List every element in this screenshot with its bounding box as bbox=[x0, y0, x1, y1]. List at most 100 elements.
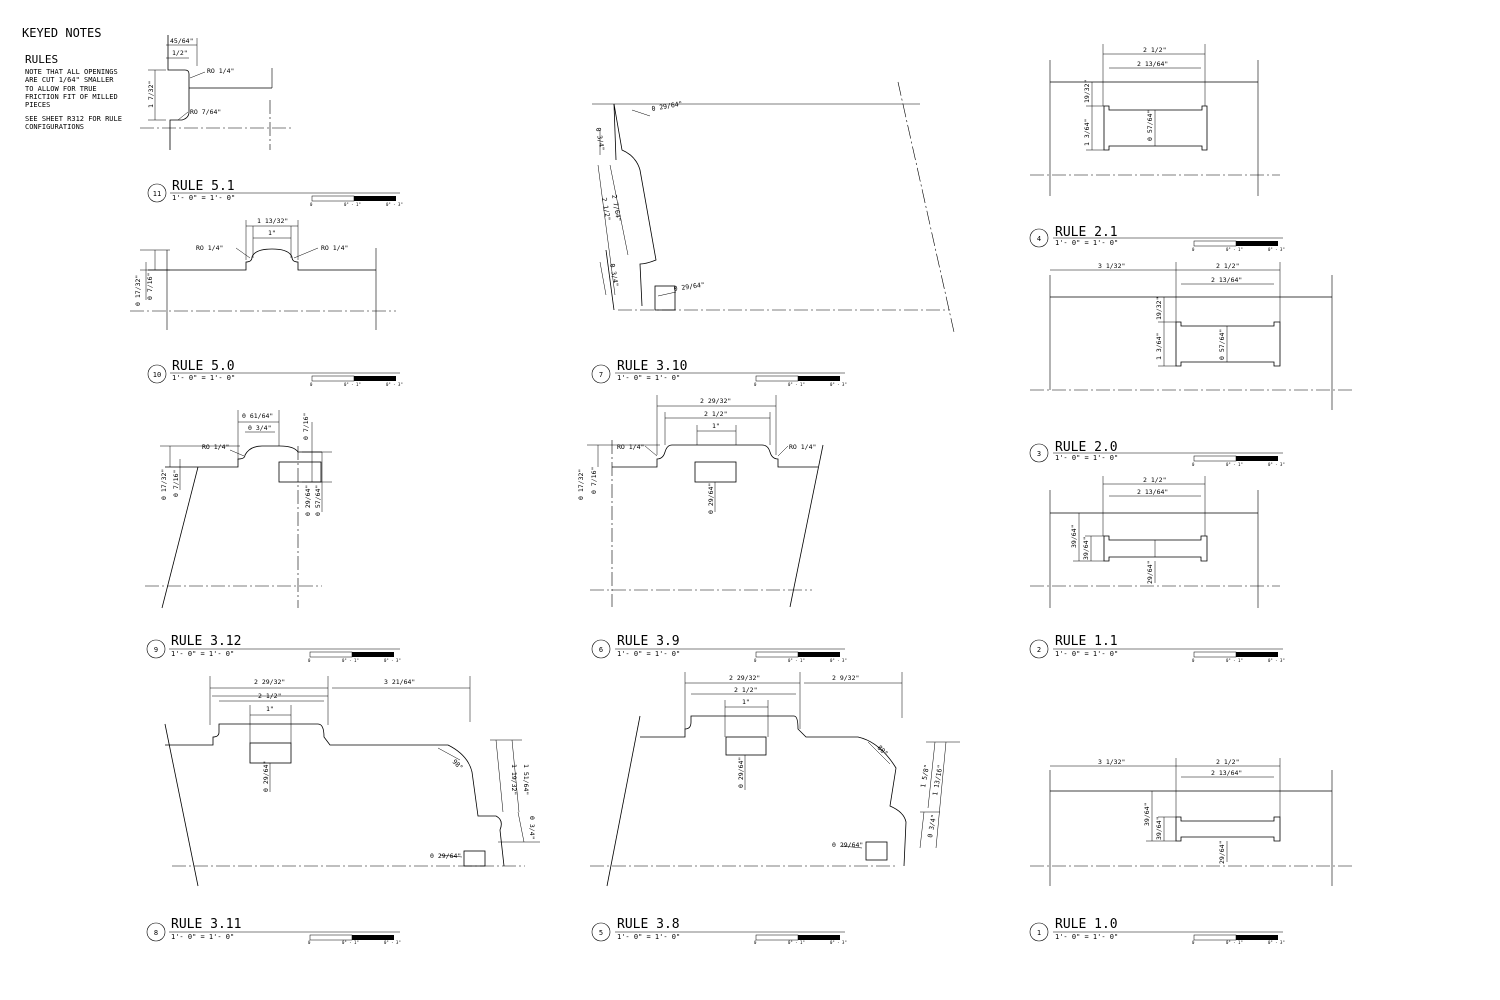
scale-bar-label: 0 bbox=[308, 940, 311, 945]
scale-bar: 0 0" - 1" 0" - 3" bbox=[754, 651, 847, 663]
detail-number: 10 bbox=[153, 371, 161, 379]
dimension-label: 0 17/32" bbox=[160, 469, 168, 500]
dimension-label: 2 1/2" bbox=[1143, 46, 1166, 54]
scale-bar-label: 0" - 1" bbox=[344, 382, 361, 387]
detail-title: RULE 3.10 bbox=[617, 359, 687, 374]
dimension-label: 2 1/2" bbox=[258, 692, 281, 700]
detail-drawing-5: 2 29/32" 2 1/2" 1" 2 9/32" 80° 1 5/8" 1 … bbox=[590, 672, 960, 887]
dimension-label: 19/32" bbox=[1083, 80, 1091, 103]
detail-title-6: 6 RULE 3.9 1'- 0" = 1'- 0" 0 0" - 1" 0" … bbox=[591, 634, 847, 663]
dimension-label: 0 3/4" bbox=[528, 816, 536, 839]
detail-drawing-3: 3 1/32" 2 1/2" 2 13/64" 19/32" 1 3/64" 0… bbox=[1030, 262, 1355, 410]
scale-bar: 0 0" - 1" 0" - 3" bbox=[1192, 934, 1285, 945]
detail-number: 6 bbox=[599, 646, 603, 654]
dimension-label: 2 29/32" bbox=[700, 397, 731, 405]
detail-drawing-8: 2 29/32" 2 1/2" 1" 3 21/64" 98° 1 19/32"… bbox=[164, 676, 540, 887]
scale-bar: 0 0" - 1" 0" - 3" bbox=[1192, 455, 1285, 467]
detail-drawing-7: 0 29/64" 0 3/4" 2 1/2" 2 7/64" 0 3/4" 0 … bbox=[592, 81, 955, 333]
dimension-label: 1" bbox=[712, 422, 720, 430]
detail-number: 5 bbox=[599, 929, 603, 937]
detail-bubble bbox=[591, 922, 611, 942]
scale-bar: 0 0" - 1" 0" - 3" bbox=[754, 375, 847, 387]
detail-title: RULE 2.1 bbox=[1055, 225, 1118, 240]
scale-bar-label: 0" - 3" bbox=[830, 382, 847, 387]
dimension-label: 0 17/32" bbox=[134, 275, 142, 306]
scale-text: 1'- 0" = 1'- 0" bbox=[171, 650, 234, 658]
detail-title: RULE 5.1 bbox=[172, 179, 235, 194]
dimension-label: 2 1/2" bbox=[734, 686, 757, 694]
detail-number: 8 bbox=[154, 929, 158, 937]
note-line: CONFIGURATIONS bbox=[25, 123, 84, 131]
dimension-label: 0 3/4" bbox=[594, 127, 606, 152]
scale-bar-label: 0 bbox=[1192, 462, 1195, 467]
detail-number: 4 bbox=[1037, 235, 1041, 243]
dimension-label: 1" bbox=[742, 698, 750, 706]
dimension-label: 29/64" bbox=[1146, 561, 1154, 584]
scale-bar-label: 0 bbox=[754, 940, 757, 945]
scale-bar-label: 0" - 1" bbox=[1226, 658, 1243, 663]
dimension-label: 0 3/4" bbox=[248, 424, 271, 432]
scale-bar-label: 0 bbox=[1192, 658, 1195, 663]
dimension-label: 3 1/32" bbox=[1098, 262, 1125, 270]
dimension-label: 3 1/32" bbox=[1098, 758, 1125, 766]
dimension-label: RO 1/4" bbox=[196, 244, 223, 252]
dimension-label: 39/64" bbox=[1155, 817, 1163, 840]
dimension-label: 1 3/64" bbox=[1083, 119, 1091, 146]
scale-bar-label: 0" - 1" bbox=[342, 940, 359, 945]
dimension-label: 0 29/64" bbox=[832, 841, 863, 849]
dimension-label: 0 17/32" bbox=[577, 469, 585, 500]
dimension-label: 2 1/2" bbox=[1143, 476, 1166, 484]
dimension-label: 98° bbox=[451, 758, 465, 772]
detail-title-7: 7 RULE 3.10 1'- 0" = 1'- 0" 0 0" - 1" 0"… bbox=[591, 359, 847, 387]
scale-bar-label: 0 bbox=[1192, 247, 1195, 252]
detail-bubble bbox=[1029, 639, 1049, 659]
detail-title: RULE 3.12 bbox=[171, 634, 241, 649]
dimension-label: 2 1/2" bbox=[1216, 758, 1239, 766]
scale-bar-label: 0" - 1" bbox=[1226, 247, 1243, 252]
dimension-label: 0 7/16" bbox=[590, 467, 598, 494]
detail-number: 2 bbox=[1037, 646, 1041, 654]
detail-title: RULE 3.9 bbox=[617, 634, 680, 649]
scale-text: 1'- 0" = 1'- 0" bbox=[1055, 239, 1118, 247]
dimension-label: 0 7/16" bbox=[146, 273, 154, 300]
detail-bubble bbox=[147, 364, 167, 384]
dimension-label: 0 57/64" bbox=[314, 485, 322, 516]
detail-number: 9 bbox=[154, 646, 158, 654]
scale-text: 1'- 0" = 1'- 0" bbox=[172, 194, 235, 202]
dimension-label: RO 1/4" bbox=[789, 443, 816, 451]
detail-title: RULE 5.0 bbox=[172, 359, 235, 374]
scale-text: 1'- 0" = 1'- 0" bbox=[617, 933, 680, 941]
scale-bar: 0 0" - 1" 0" - 3" bbox=[308, 934, 401, 945]
scale-bar: 0 0" - 1" 0" - 3" bbox=[310, 195, 403, 207]
dimension-label: RO 1/4" bbox=[617, 443, 644, 451]
scale-text: 1'- 0" = 1'- 0" bbox=[1055, 454, 1118, 462]
dimension-label: 2 9/32" bbox=[832, 674, 859, 682]
scale-text: 1'- 0" = 1'- 0" bbox=[617, 650, 680, 658]
detail-bubble bbox=[591, 639, 611, 659]
dimension-label: 2 1/2" bbox=[704, 410, 727, 418]
detail-bubble bbox=[146, 922, 166, 942]
keyed-notes-title: KEYED NOTES bbox=[22, 26, 101, 40]
dimension-label: 1/2" bbox=[172, 49, 188, 57]
detail-bubble bbox=[1029, 228, 1049, 248]
dimension-label: 0 7/16" bbox=[302, 413, 310, 440]
scale-bar-label: 0 bbox=[754, 382, 757, 387]
keyed-notes-subtitle: RULES bbox=[25, 53, 58, 66]
dimension-label: 3 21/64" bbox=[384, 678, 415, 686]
scale-bar-label: 0" - 3" bbox=[384, 940, 401, 945]
dimension-label: 0 29/64" bbox=[707, 483, 715, 514]
scale-bar-label: 0" - 1" bbox=[342, 658, 359, 663]
scale-bar-label: 0" - 3" bbox=[384, 658, 401, 663]
detail-title-9: 9 RULE 3.12 1'- 0" = 1'- 0" 0 0" - 1" 0"… bbox=[146, 634, 401, 663]
dimension-label: 1 7/32" bbox=[147, 81, 155, 108]
scale-bar-label: 0 bbox=[310, 202, 313, 207]
dimension-label: 1" bbox=[268, 229, 276, 237]
dimension-label: 19/32" bbox=[1155, 297, 1163, 320]
scale-bar-label: 0" - 3" bbox=[386, 382, 403, 387]
detail-title: RULE 1.0 bbox=[1055, 917, 1118, 932]
scale-bar-label: 0 bbox=[1192, 940, 1195, 945]
detail-title-1: 1 RULE 1.0 1'- 0" = 1'- 0" 0 0" - 1" 0" … bbox=[1029, 917, 1285, 945]
dimension-label: 1 5/8" bbox=[919, 764, 931, 789]
note-line: TO ALLOW FOR TRUE bbox=[25, 85, 97, 93]
